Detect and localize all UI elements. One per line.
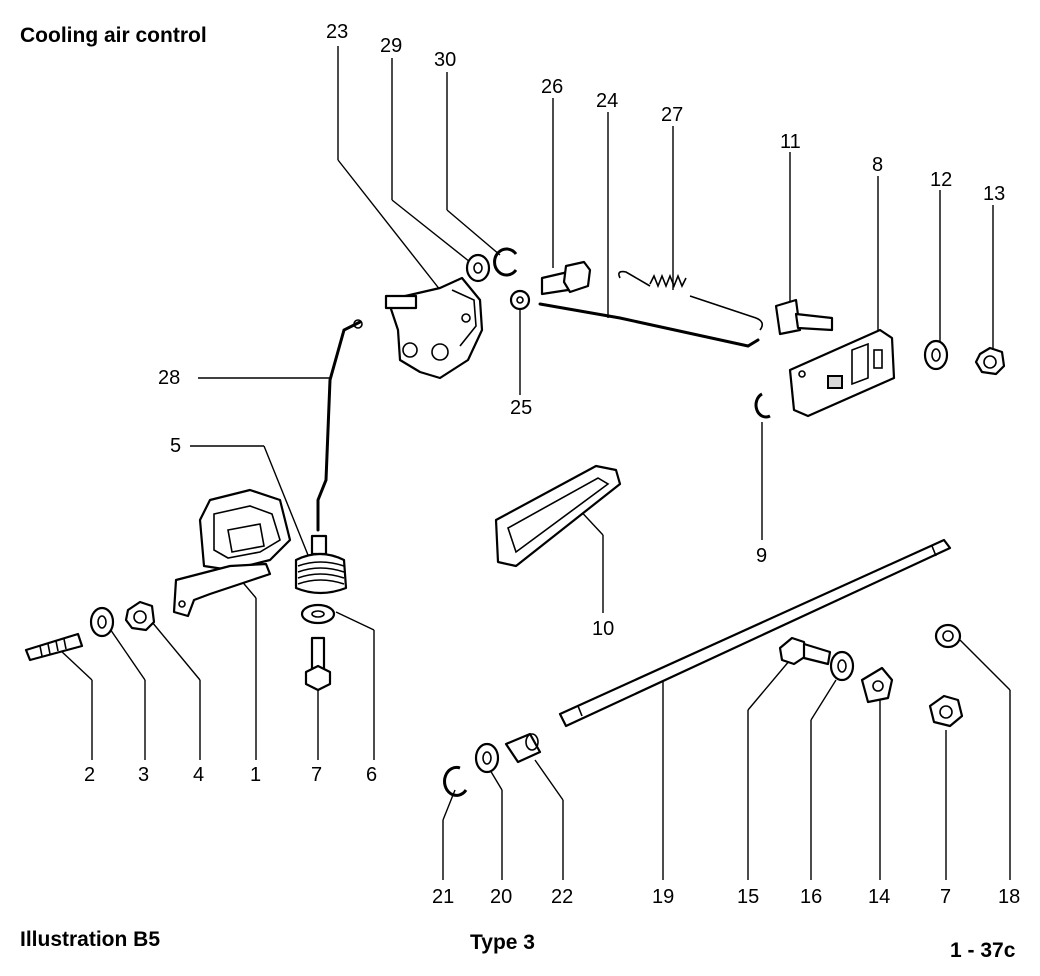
leader-lines [59, 46, 1011, 880]
washer-3 [89, 606, 115, 638]
washer-16 [829, 650, 855, 682]
callout-27: 27 [661, 104, 683, 126]
sleeve-22 [504, 732, 542, 764]
circlip-30 [493, 247, 518, 277]
mounting-plate-8 [788, 328, 896, 418]
stud-2 [24, 632, 84, 662]
callout-24: 24 [596, 90, 618, 112]
threaded-fitting-5 [294, 534, 348, 595]
callout-21: 21 [432, 886, 454, 908]
callout-28: 28 [158, 367, 180, 389]
callout-22: 22 [551, 886, 573, 908]
lever-bracket-23 [384, 276, 484, 380]
gasket-10 [494, 464, 622, 568]
callout-19: 19 [652, 886, 674, 908]
callout-13: 13 [983, 183, 1005, 205]
callout-labels: 23 29 30 26 24 27 11 8 12 13 25 28 5 9 1… [84, 21, 1020, 908]
washer-12 [923, 339, 949, 371]
circlip-9 [754, 392, 771, 419]
callout-23: 23 [326, 21, 348, 43]
callout-18: 18 [998, 886, 1020, 908]
callout-26: 26 [541, 76, 563, 98]
control-rod-28 [316, 319, 363, 532]
callout-9: 9 [756, 545, 767, 567]
type-label: Type 3 [470, 931, 535, 954]
page-number: 1 - 37c [950, 939, 1016, 962]
callout-20: 20 [490, 886, 512, 908]
callout-5: 5 [170, 435, 181, 457]
callout-14: 14 [868, 886, 890, 908]
callout-29: 29 [380, 35, 402, 57]
nut-4 [124, 600, 156, 632]
circlip-21 [443, 765, 468, 797]
pull-rod-24 [538, 302, 760, 348]
clip-14 [860, 666, 894, 704]
callout-8: 8 [872, 154, 883, 176]
callout-4: 4 [193, 764, 204, 786]
callout-25: 25 [510, 397, 532, 419]
callout-7-right: 7 [940, 886, 951, 908]
washer-29 [465, 253, 491, 283]
callout-6: 6 [366, 764, 377, 786]
callout-11: 11 [780, 131, 801, 153]
bolt-11 [774, 298, 834, 336]
bolt-26 [540, 260, 592, 296]
callout-12: 12 [930, 169, 952, 191]
callout-16: 16 [800, 886, 822, 908]
washer-6 [300, 603, 336, 625]
nut-7-right [928, 694, 964, 728]
callout-1: 1 [250, 764, 261, 786]
nut-13 [974, 346, 1006, 376]
housing-1 [172, 488, 292, 618]
callout-2: 2 [84, 764, 95, 786]
callout-3: 3 [138, 764, 149, 786]
washer-20 [474, 742, 500, 774]
callout-15: 15 [737, 886, 759, 908]
shaft-19 [558, 538, 952, 728]
bolt-7-left [304, 636, 332, 692]
bushing-18 [934, 623, 962, 649]
illustration-label: Illustration B5 [20, 928, 160, 951]
spring-27 [618, 270, 764, 331]
callout-7-left: 7 [311, 764, 322, 786]
bushing-25 [509, 289, 531, 311]
callout-10: 10 [592, 618, 614, 640]
bolt-15 [778, 636, 832, 666]
page-title: Cooling air control [20, 24, 207, 47]
callout-30: 30 [434, 49, 456, 71]
